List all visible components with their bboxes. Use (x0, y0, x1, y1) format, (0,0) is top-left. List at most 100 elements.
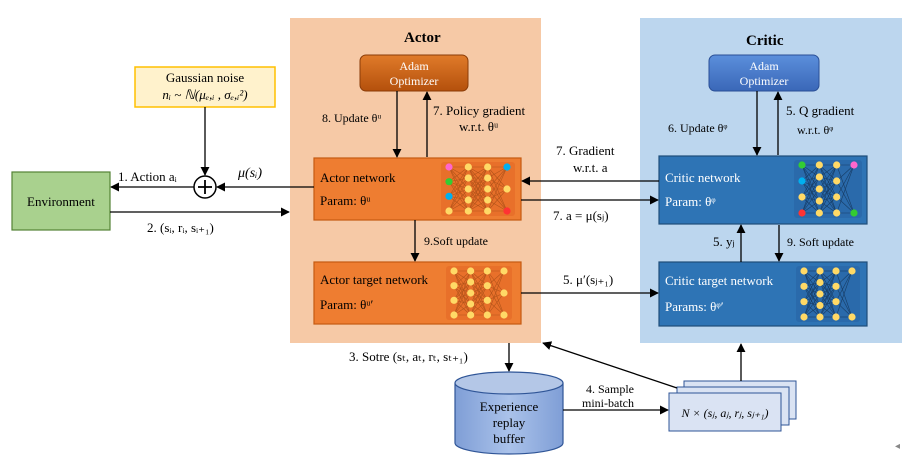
nn-node (450, 296, 458, 304)
nn-node (450, 311, 458, 319)
replay-buffer-l3: buffer (493, 431, 525, 446)
nn-node (832, 313, 840, 321)
environment-box (11, 171, 111, 231)
critic-nn-icon (794, 160, 862, 218)
nn-node (464, 174, 472, 182)
label-mu-s: μ(sᵢ) (237, 166, 262, 181)
nn-node (816, 313, 824, 321)
gaussian-noise-title: Gaussian noise (166, 70, 245, 85)
nn-node (450, 282, 458, 290)
nn-node (815, 173, 823, 181)
minibatch-label: N × (sⱼ, aⱼ, rⱼ, sⱼ₊₁) (681, 406, 769, 420)
critic-panel-title: Critic (746, 33, 784, 49)
label-mu-prime: 5. μ′(sⱼ₊₁) (563, 272, 613, 287)
nn-node (815, 185, 823, 193)
nn-node (832, 267, 840, 275)
arrow-minibatch-to-actor (542, 341, 678, 389)
nn-node (464, 196, 472, 204)
nn-node (816, 278, 824, 287)
nn-node (798, 161, 806, 169)
label-gradient-2: w.r.t. a (573, 160, 608, 175)
actor-network-param: Param: θᵘ (320, 193, 371, 208)
nn-node (464, 163, 472, 171)
critic-optimizer-box (708, 54, 820, 92)
actor-nn-icon (441, 162, 515, 216)
critic-target-label: Critic target network (665, 273, 774, 288)
critic-target-param: Params: θᵠ′ (665, 299, 724, 314)
nn-node (484, 185, 492, 193)
nn-node (832, 282, 840, 290)
nn-node (483, 311, 491, 319)
nn-node (445, 192, 453, 200)
nn-node (850, 209, 858, 217)
nn-node (445, 178, 453, 186)
minibatch-card-1 (668, 392, 782, 432)
nn-node (467, 311, 475, 319)
nn-node (798, 209, 806, 217)
nn-node (800, 313, 808, 321)
nn-node (816, 290, 824, 298)
nn-node (848, 313, 856, 321)
nn-node (483, 282, 491, 290)
nn-node (833, 161, 841, 169)
actor-network-label: Actor network (320, 170, 396, 185)
nn-node (467, 278, 475, 286)
nn-node (503, 185, 511, 193)
replay-buffer-l2: replay (493, 415, 526, 430)
actor-optimizer-l1: Adam (399, 59, 429, 73)
actor-optimizer-box (359, 54, 469, 92)
label-gradient-1: 7. Gradient (556, 143, 615, 158)
nn-node (467, 267, 475, 275)
actor-target-nn-icon (446, 266, 512, 320)
label-policy-grad-2: w.r.t. θᵘ (459, 119, 498, 134)
nn-node (503, 163, 511, 171)
label-q-grad-2: w.r.t. θᵠ (797, 123, 833, 137)
nn-node (800, 267, 808, 275)
nn-node (483, 296, 491, 304)
label-update-actor: 8. Update θᵘ (322, 111, 381, 125)
nn-node (833, 209, 841, 217)
nn-node (445, 163, 453, 171)
replay-buffer-l1: Experience (480, 399, 539, 414)
nn-node (848, 267, 856, 275)
nn-node (484, 207, 492, 215)
nn-node (484, 163, 492, 171)
corner-caret-icon: ◂ (895, 441, 900, 452)
nn-node (816, 267, 824, 275)
label-q-grad-1: 5. Q gradient (786, 103, 855, 118)
nn-node (500, 289, 508, 297)
label-a-eq: 7. a = μ(sⱼ) (553, 208, 609, 223)
label-update-critic: 6. Update θᵠ (668, 121, 727, 135)
label-yj: 5. yⱼ (713, 234, 735, 249)
nn-node (484, 174, 492, 182)
nn-node (467, 300, 475, 308)
label-soft-actor: 9.Soft update (424, 234, 488, 248)
nn-node (816, 301, 824, 310)
nn-node (833, 177, 841, 185)
gaussian-noise-formula: nᵢ ~ ℕ(μₑ,ᵢ , σₑ,ᵢ²) (162, 87, 247, 102)
actor-optimizer-l2: Optimizer (390, 74, 439, 88)
nn-node (445, 207, 453, 215)
nn-node (833, 193, 841, 201)
nn-node (483, 267, 491, 275)
label-store: 3. Sotre (sₜ, aₜ, rₜ, sₜ₊₁) (349, 349, 468, 364)
nn-node (500, 311, 508, 319)
nn-node (815, 209, 823, 217)
nn-node (800, 298, 808, 306)
nn-node (503, 207, 511, 215)
environment-label: Environment (27, 194, 95, 209)
nn-node (500, 267, 508, 275)
label-action: 1. Action aᵢ (118, 169, 178, 184)
label-sample-2: mini-batch (582, 396, 634, 410)
critic-optimizer-l1: Adam (749, 59, 779, 73)
nn-node (815, 161, 823, 169)
nn-node (800, 282, 808, 290)
nn-node (850, 161, 858, 169)
nn-node (832, 298, 840, 306)
nn-node (798, 193, 806, 201)
nn-node (464, 207, 472, 215)
label-soft-critic: 9. Soft update (787, 235, 854, 249)
critic-network-label: Critic network (665, 170, 741, 185)
nn-node (798, 177, 806, 185)
